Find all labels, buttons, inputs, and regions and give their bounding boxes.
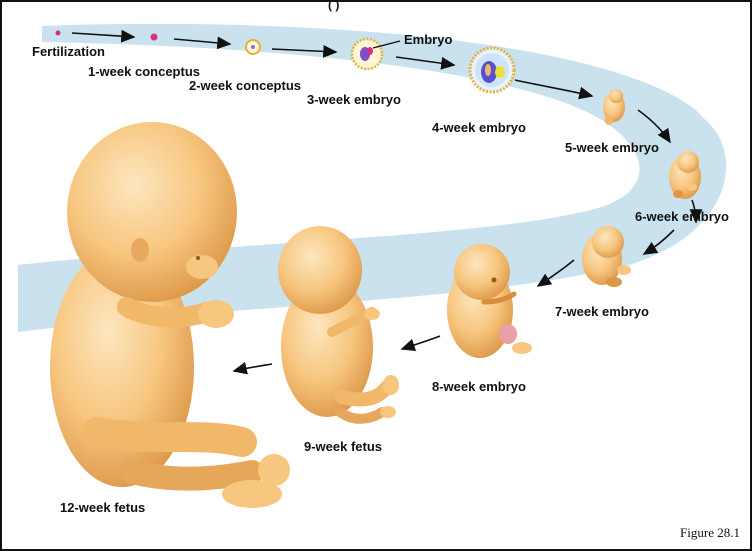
- label-5wk-embryo: 5-week embryo: [565, 140, 659, 155]
- label-fertilization: Fertilization: [32, 44, 105, 59]
- embryo-4wk-image: [470, 48, 514, 92]
- embryo-3wk-image: [352, 39, 382, 69]
- label-6wk-embryo: 6-week embryo: [635, 209, 729, 224]
- figure-caption: Figure 28.1: [680, 525, 740, 541]
- label-embryo-pointer: Embryo: [404, 32, 452, 47]
- label-4wk-embryo: 4-week embryo: [432, 120, 526, 135]
- label-9wk-fetus: 9-week fetus: [304, 439, 382, 454]
- label-2wk-conceptus: 2-week conceptus: [189, 78, 301, 93]
- label-1wk-conceptus: 1-week conceptus: [88, 64, 200, 79]
- top-clipped-text: ( ): [328, 0, 339, 12]
- conceptus-2wk: [246, 40, 260, 54]
- fetus-12wk-image: [50, 122, 290, 508]
- fertilized-egg: [56, 31, 61, 36]
- label-7wk-embryo: 7-week embryo: [555, 304, 649, 319]
- conceptus-1wk: [151, 34, 158, 41]
- label-8wk-embryo: 8-week embryo: [432, 379, 526, 394]
- label-12wk-fetus: 12-week fetus: [60, 500, 145, 515]
- label-3wk-embryo: 3-week embryo: [307, 92, 401, 107]
